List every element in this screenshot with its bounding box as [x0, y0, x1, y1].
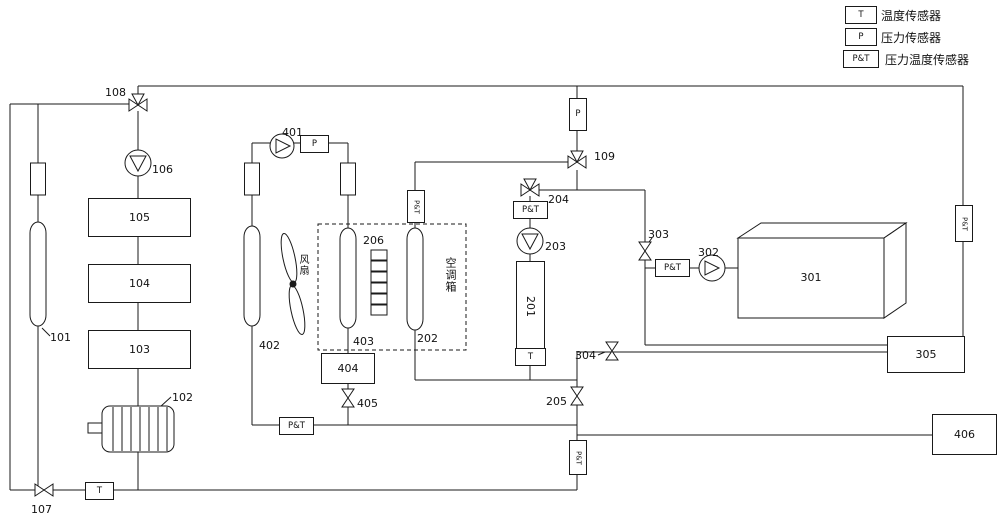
pressure-sensor-near-401: P: [300, 135, 329, 153]
pump-401: [269, 133, 295, 159]
three-way-valve-108: [128, 93, 148, 112]
label-406: 406: [954, 428, 975, 441]
tank-301: [736, 222, 908, 319]
label-402: 402: [259, 339, 280, 352]
fan-label: 风扇: [297, 254, 308, 276]
legend-symbol-PT: P&T: [843, 50, 879, 68]
motor-102: [87, 405, 175, 453]
pump-106: [124, 149, 152, 177]
pt-sensor-lower-collector: P&T: [279, 417, 314, 435]
valve-303: [638, 241, 652, 261]
pt-sensor-below-205: P&T: [569, 440, 587, 475]
valve-107: [34, 483, 54, 497]
valve-405: [341, 388, 355, 408]
label-109: 109: [594, 150, 615, 163]
legend-label-temperature-sensor: 温度传感器: [881, 9, 942, 23]
pt-sensor-below-204: P&T: [513, 201, 548, 219]
sensor-PT-text: P&T: [522, 204, 539, 215]
component-box-406: 406: [932, 414, 997, 455]
label-404: 404: [337, 362, 359, 375]
pt-sensor-left-of-302: P&T: [655, 259, 690, 277]
component-box-105: 105: [88, 198, 191, 237]
label-102: 102: [172, 391, 193, 404]
sensor-T-text: T: [96, 485, 103, 496]
air-handling-box-outline: [317, 223, 467, 351]
label-107: 107: [31, 503, 52, 516]
sensor-P-text: P: [575, 109, 581, 120]
label-205: 205: [546, 395, 567, 408]
label-201: 201: [524, 295, 537, 317]
sensor-PT-text: P&T: [288, 420, 305, 431]
legend-symbol-PT-text: P&T: [852, 53, 870, 64]
pump-302: [698, 254, 726, 282]
label-104: 104: [129, 277, 150, 290]
label-105: 105: [129, 211, 150, 224]
three-way-valve-204: [520, 178, 540, 197]
pump-203: [516, 227, 544, 255]
sensor-PT-text: P&T: [412, 199, 421, 214]
label-303: 303: [648, 228, 669, 241]
label-103: 103: [129, 343, 150, 356]
component-box-103: 103: [88, 330, 191, 369]
sensor-PT-text: P&T: [960, 216, 969, 231]
label-304: 304: [575, 349, 596, 362]
tank-101: [29, 221, 47, 327]
tank-402: [243, 225, 261, 327]
legend-symbol-T-text: T: [858, 9, 864, 20]
tank-202: [406, 227, 424, 331]
component-box-404: 404: [321, 353, 375, 384]
label-405: 405: [357, 397, 378, 410]
label-202: 202: [417, 332, 438, 345]
component-box-201: 201: [516, 261, 545, 351]
legend-symbol-P-text: P: [858, 31, 864, 42]
temperature-sensor-bottom-left: T: [85, 482, 114, 500]
label-403: 403: [353, 335, 374, 348]
label-101: 101: [50, 331, 71, 344]
pt-sensor-right-riser: P&T: [955, 205, 973, 242]
heater-stack-206: [370, 249, 388, 316]
pt-sensor-above-202: P&T: [407, 190, 425, 223]
fan-icon: [280, 233, 306, 335]
label-203: 203: [545, 240, 566, 253]
legend-label-pressure-temperature-sensor: 压力温度传感器: [885, 53, 970, 67]
legend-symbol-P: P: [845, 28, 877, 46]
label-302: 302: [698, 246, 719, 259]
air-handling-box-label: 空调箱: [444, 257, 457, 293]
temperature-sensor-below-201: T: [515, 348, 546, 366]
sensor-P-text: P: [311, 138, 318, 149]
component-box-104: 104: [88, 264, 191, 303]
label-401: 401: [282, 126, 303, 139]
component-box-305: 305: [887, 336, 965, 373]
sensor-PT-text: P&T: [664, 262, 681, 273]
label-106: 106: [152, 163, 173, 176]
label-305: 305: [915, 348, 937, 361]
label-301: 301: [800, 271, 822, 284]
tank-403: [339, 227, 357, 329]
valve-205: [570, 386, 584, 406]
filter-icons: [30, 162, 356, 196]
label-204: 204: [548, 193, 569, 206]
sensor-PT-text: P&T: [574, 450, 583, 465]
label-108: 108: [105, 86, 126, 99]
sensor-T-text: T: [527, 351, 534, 362]
legend-label-pressure-sensor: 压力传感器: [881, 31, 942, 45]
valve-304: [605, 341, 619, 361]
legend-symbol-T: T: [845, 6, 877, 24]
label-206: 206: [363, 234, 384, 247]
pressure-sensor-above-109: P: [569, 98, 587, 131]
three-way-valve-109: [567, 150, 587, 169]
